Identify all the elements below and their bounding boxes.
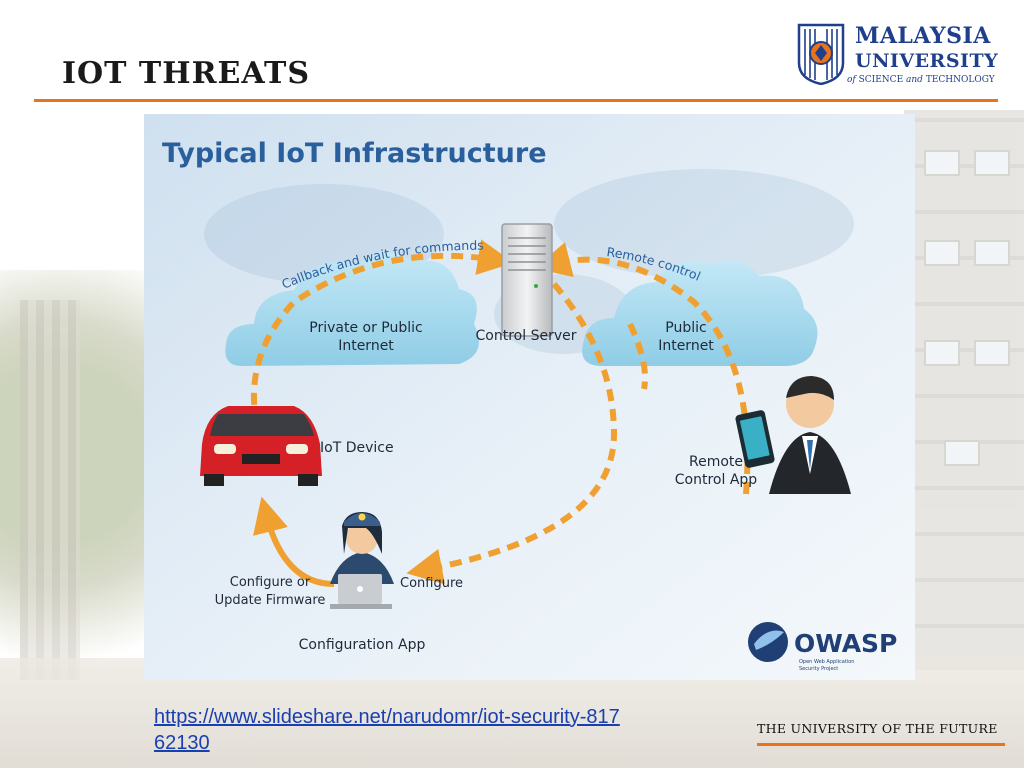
private-cloud-label-1: Private or Public [309, 320, 422, 336]
title-underline [34, 99, 998, 102]
server-icon [501, 223, 553, 337]
arrow-device-to-server [250, 239, 514, 445]
laptop-icon [330, 574, 392, 609]
public-internet-cloud: Public Internet [582, 260, 818, 366]
owasp-logo: OWASP Open Web Application Security Proj… [748, 622, 897, 672]
car-icon [200, 406, 322, 486]
arrow-update-firmware [253, 496, 335, 587]
logo-technology: TECHNOLOGY [925, 75, 995, 85]
edge-label-firmware-2: Update Firmware [215, 593, 326, 608]
iot-infrastructure-diagram: Typical IoT Infrastructure Private or Pu… [144, 114, 915, 680]
config-app-label: Configuration App [299, 637, 426, 653]
logo-wordmark-3: of SCIENCE and TECHNOLOGY [847, 75, 995, 85]
logo-of: of [847, 75, 856, 85]
logo-wordmark-1: MALAYSIA [855, 23, 991, 49]
private-cloud-label-2: Internet [338, 338, 394, 354]
public-cloud-label-2: Internet [658, 338, 714, 354]
edge-label-firmware-1: Configure or [230, 575, 311, 590]
university-logo: MALAYSIA UNIVERSITY of SCIENCE and TECHN… [797, 23, 1002, 91]
owasp-subtitle-1: Open Web Application [799, 659, 854, 665]
logo-wordmark-2: UNIVERSITY [855, 50, 999, 72]
remote-app-label-1: Remote [689, 454, 743, 470]
arrow-server-down-segment [627, 322, 649, 390]
diagram-title: Typical IoT Infrastructure [162, 138, 547, 169]
owasp-subtitle-2: Security Project [799, 666, 838, 672]
phone-icon [735, 410, 775, 468]
university-tagline: THE UNIVERSITY OF THE FUTURE [757, 721, 998, 736]
owasp-wordmark: OWASP [794, 629, 897, 658]
remote-user-icon [769, 376, 851, 494]
logo-and: and [906, 75, 923, 85]
source-link[interactable]: https://www.slideshare.net/narudomr/iot-… [154, 706, 620, 754]
tagline-underline [757, 743, 1005, 746]
arrow-configure [406, 282, 618, 585]
public-cloud-label-1: Public [665, 320, 706, 336]
private-internet-cloud: Private or Public Internet [225, 252, 479, 366]
edge-label-configure: Configure [400, 576, 463, 591]
university-crest-icon [797, 23, 845, 85]
slide-title: IOT THREATS [62, 56, 311, 91]
background-pillar [20, 300, 80, 680]
control-server-label: Control Server [476, 328, 577, 344]
remote-app-label-2: Control App [675, 472, 758, 488]
background-building [904, 110, 1024, 670]
iot-device-label: IoT Device [320, 440, 394, 456]
logo-science: SCIENCE [858, 75, 904, 85]
